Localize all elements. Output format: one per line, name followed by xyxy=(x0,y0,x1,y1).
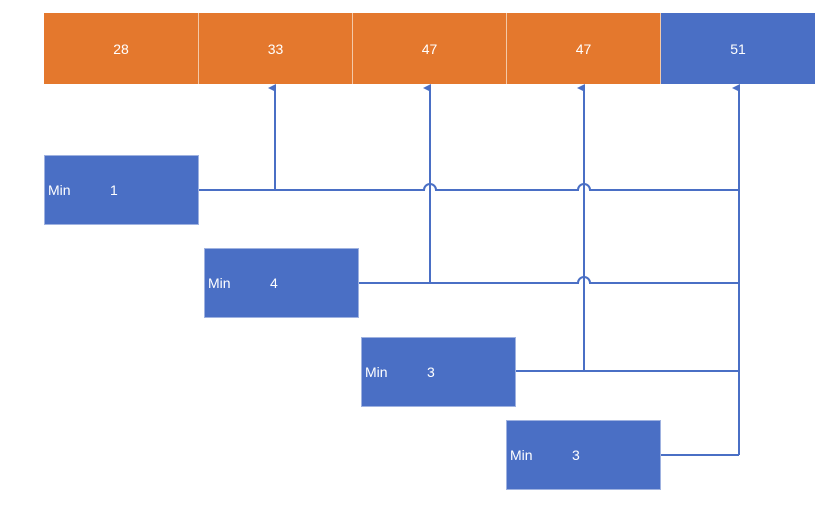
array-cell-value: 47 xyxy=(575,40,592,57)
array-cell-1: 28 xyxy=(44,13,199,84)
array-cell-5: 51 xyxy=(661,13,815,84)
array-cell-value: 47 xyxy=(421,40,438,57)
array-cell-4: 47 xyxy=(507,13,661,84)
array-cell-value: 33 xyxy=(267,40,284,57)
array-cell-2: 33 xyxy=(199,13,353,84)
min-box-1: Min 1 xyxy=(44,155,199,225)
wire-min-2 xyxy=(358,276,739,284)
min-value: 3 xyxy=(427,364,435,380)
array-cell-3: 47 xyxy=(353,13,507,84)
min-value: 4 xyxy=(270,275,278,291)
min-box-4: Min 3 xyxy=(506,420,661,490)
wire-min-1 xyxy=(198,183,739,191)
min-box-2: Min 4 xyxy=(204,248,359,318)
min-label: Min xyxy=(510,447,533,463)
min-value: 3 xyxy=(572,447,580,463)
min-label: Min xyxy=(365,364,388,380)
array-cell-value: 28 xyxy=(113,40,129,57)
min-value: 1 xyxy=(110,182,118,198)
min-label: Min xyxy=(208,275,231,291)
min-box-3: Min 3 xyxy=(361,337,516,407)
array-cell-value: 51 xyxy=(730,40,746,57)
min-label: Min xyxy=(48,182,71,198)
